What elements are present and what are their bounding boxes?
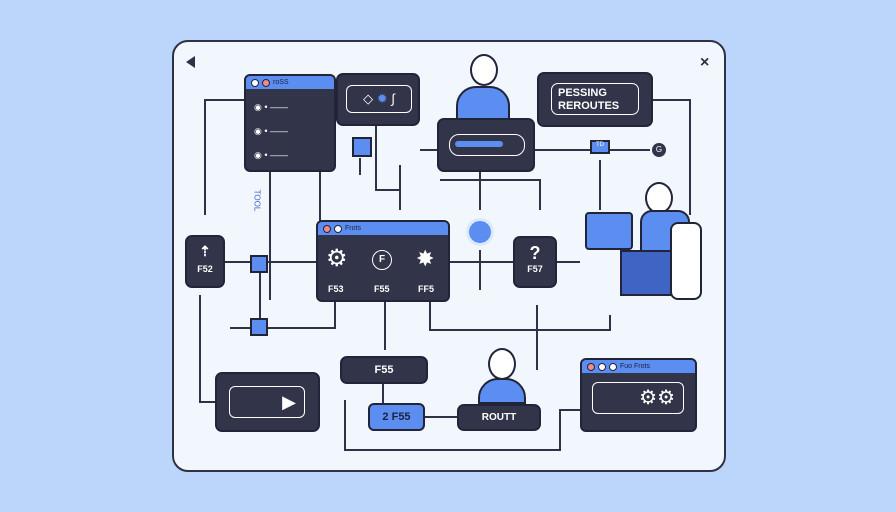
- reroutes-line2: REROUTES: [558, 100, 620, 112]
- rout-label: ROUTT: [481, 412, 517, 423]
- item-label: F55: [374, 284, 390, 294]
- window-title: roSS: [273, 79, 289, 86]
- person-avatar-bottom: [476, 346, 526, 404]
- bottom-right-window: Fuo Frots ⚙⚙: [580, 358, 697, 432]
- f57-label: F57: [527, 264, 543, 274]
- window-title: Frots: [345, 225, 361, 232]
- settings-toolbar-box: ◇ ✹ ∫: [336, 73, 420, 126]
- reroutes-box: PESSING REROUTES: [537, 72, 653, 127]
- item-label: FF5: [418, 284, 435, 294]
- gear-icon: ◇ ✹ ∫: [346, 85, 412, 113]
- person-with-laptop: [585, 182, 710, 310]
- f52-label: F52: [197, 264, 213, 274]
- play-box[interactable]: ▶: [215, 372, 320, 432]
- window-title: Fuo Frots: [620, 363, 650, 370]
- f52-box[interactable]: ⇡ F52: [185, 235, 225, 288]
- item-label: F53: [328, 284, 344, 294]
- question-icon: ?: [529, 243, 541, 263]
- f55-blue-button[interactable]: 2 F55: [368, 403, 425, 431]
- gears-icon[interactable]: ⚙⚙: [592, 382, 684, 414]
- tag-td[interactable]: TD: [590, 140, 610, 154]
- f55-label: F55: [374, 364, 394, 376]
- center-window: Frots ⚙ F ✸ F53 F55 FF5: [316, 220, 450, 302]
- g-badge[interactable]: G: [652, 143, 666, 157]
- vertical-label: TOOL: [252, 189, 262, 212]
- node-icon[interactable]: [352, 137, 372, 157]
- burst-icon[interactable]: ✸: [416, 246, 435, 271]
- rout-box[interactable]: ROUTT: [457, 404, 541, 431]
- close-button[interactable]: ×: [700, 54, 710, 71]
- top-left-window: roSS ◉ • ——◉ • ——◉ • ——: [244, 74, 336, 172]
- node-icon[interactable]: [250, 255, 268, 273]
- slider[interactable]: [455, 141, 503, 147]
- up-arrow-icon: ⇡: [199, 243, 211, 259]
- f-icon[interactable]: F: [372, 250, 392, 270]
- question-box[interactable]: ? F57: [513, 236, 557, 288]
- back-icon[interactable]: [186, 56, 195, 68]
- ring-icon[interactable]: [466, 218, 494, 246]
- f55-box[interactable]: F55: [340, 356, 428, 384]
- play-icon[interactable]: ▶: [229, 386, 305, 418]
- button-label: 2 F55: [382, 411, 411, 423]
- reroutes-line1: PESSING: [558, 87, 607, 99]
- list-icon: ◉ • ——◉ • ——◉ • ——: [254, 102, 289, 160]
- node-icon[interactable]: [250, 318, 268, 336]
- slider-box: [437, 118, 535, 172]
- gear-icon[interactable]: ⚙: [326, 245, 348, 272]
- person-avatar-top: [456, 52, 510, 120]
